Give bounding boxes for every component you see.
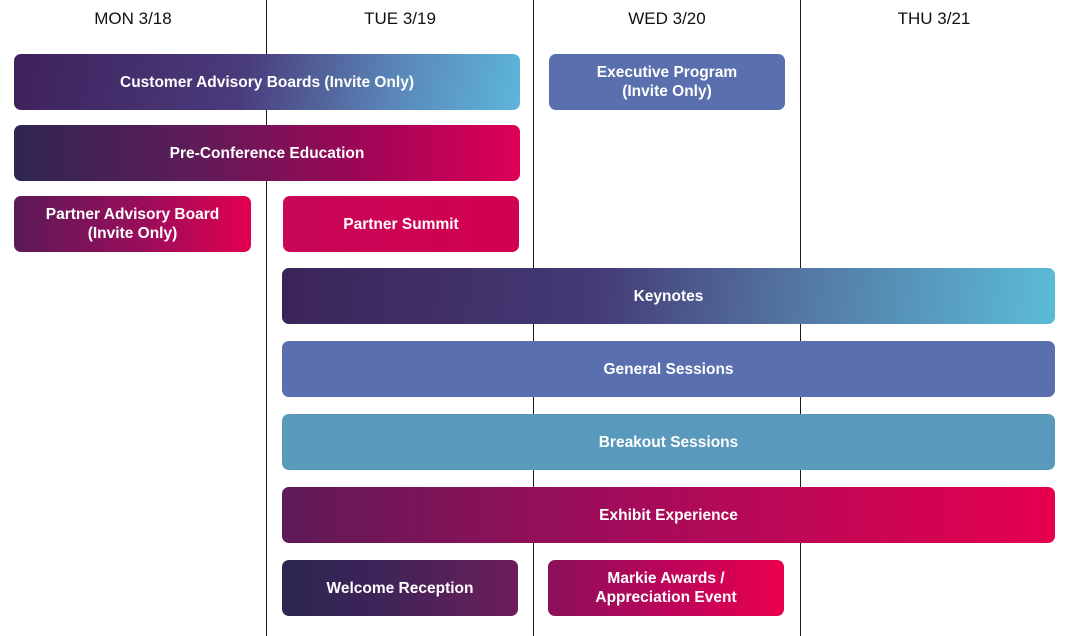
day-header-wed: WED 3/20	[628, 9, 706, 28]
event-general-sessions[interactable]: General Sessions	[282, 341, 1055, 397]
event-pre-conference-education[interactable]: Pre-Conference Education	[14, 125, 520, 181]
event-partner-advisory-board[interactable]: Partner Advisory Board (Invite Only)	[14, 196, 251, 252]
day-header-mon: MON 3/18	[94, 9, 172, 28]
event-welcome-reception[interactable]: Welcome Reception	[282, 560, 518, 616]
event-markie-awards[interactable]: Markie Awards / Appreciation Event	[548, 560, 784, 616]
event-breakout-sessions[interactable]: Breakout Sessions	[282, 414, 1055, 470]
column-divider	[266, 0, 267, 636]
day-header-tue: TUE 3/19	[364, 9, 436, 28]
event-exhibit-experience[interactable]: Exhibit Experience	[282, 487, 1055, 543]
event-executive-program[interactable]: Executive Program (Invite Only)	[549, 54, 785, 110]
event-partner-summit[interactable]: Partner Summit	[283, 196, 519, 252]
event-keynotes[interactable]: Keynotes	[282, 268, 1055, 324]
day-header-thu: THU 3/21	[897, 9, 971, 28]
event-customer-advisory-boards[interactable]: Customer Advisory Boards (Invite Only)	[14, 54, 520, 110]
